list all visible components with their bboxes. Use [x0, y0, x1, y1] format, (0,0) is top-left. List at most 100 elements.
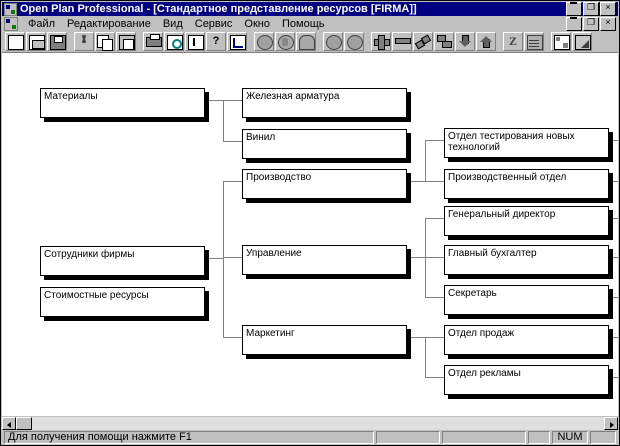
- remove-node-icon: [395, 38, 411, 44]
- move-down-button[interactable]: [455, 32, 475, 51]
- connector-line: [205, 258, 223, 259]
- status-num-indicator: NUM: [552, 431, 588, 444]
- step-layout-button[interactable]: [434, 32, 454, 51]
- connector-line: [609, 181, 618, 182]
- diagram-node[interactable]: Маркетинг: [242, 325, 407, 355]
- diagram-node-label: Отдел рекламы: [448, 368, 521, 379]
- diagram-node[interactable]: Отдел тестирования новых технологий: [444, 128, 609, 158]
- diagram-node-label: Управление: [246, 248, 302, 259]
- copy-button[interactable]: [95, 32, 115, 51]
- print-button[interactable]: [143, 32, 163, 51]
- diagram-node[interactable]: Железная арматура: [242, 88, 407, 118]
- save-file-icon: [50, 35, 66, 50]
- connector-line: [425, 297, 444, 298]
- new-file-button[interactable]: [5, 32, 25, 51]
- link-nodes-button[interactable]: [413, 32, 433, 51]
- remove-node-button[interactable]: [392, 32, 412, 51]
- connector-line: [223, 100, 224, 141]
- connector-line: [425, 140, 426, 181]
- add-node-button[interactable]: [371, 32, 391, 51]
- diagram-node[interactable]: Главный бухгалтер: [444, 245, 609, 275]
- menu-item-edit[interactable]: Редактирование: [67, 17, 151, 30]
- table-view-button[interactable]: [524, 32, 544, 51]
- status-pane-4: [528, 431, 550, 444]
- restore-button[interactable]: ❐: [583, 2, 599, 16]
- menu-item-file[interactable]: Файл: [28, 17, 56, 30]
- scroll-left-button[interactable]: [2, 416, 16, 430]
- resource-person-button[interactable]: [275, 32, 295, 51]
- diagram-node-label: Главный бухгалтер: [448, 248, 537, 259]
- new-file-icon: [8, 35, 24, 50]
- tree-view-icon: [554, 35, 570, 50]
- diagram-node[interactable]: Производственный отдел: [444, 169, 609, 199]
- copy-icon: [97, 35, 113, 51]
- diagram-node[interactable]: Секретарь: [444, 285, 609, 315]
- horizontal-scrollbar[interactable]: [2, 415, 618, 430]
- zoom-z-icon: Z: [508, 34, 517, 48]
- diagram-node[interactable]: Сотрудники фирмы: [40, 246, 205, 276]
- diagram-node[interactable]: Отдел рекламы: [444, 365, 609, 395]
- resource-dome-button[interactable]: [296, 32, 316, 51]
- connector-line: [425, 337, 444, 338]
- diagram-node[interactable]: Материалы: [40, 88, 205, 118]
- connector-line: [425, 257, 444, 258]
- mdi-minimize-button[interactable]: [566, 16, 582, 31]
- mdi-child-controls: ❐ ×: [566, 16, 616, 31]
- restore-layout-button[interactable]: [572, 32, 592, 51]
- document-icon[interactable]: [4, 16, 18, 31]
- context-help-button[interactable]: [227, 32, 247, 51]
- connector-line: [425, 337, 426, 377]
- minimize-button[interactable]: [566, 2, 582, 16]
- mdi-restore-button[interactable]: ❐: [583, 16, 599, 31]
- open-file-button[interactable]: [26, 32, 46, 51]
- diagram-node-label: Железная арматура: [246, 91, 340, 102]
- status-pane-3: [442, 431, 526, 444]
- resource-filled-button[interactable]: [323, 32, 343, 51]
- tree-view-button[interactable]: [551, 32, 571, 51]
- diagram-node[interactable]: Стоимостные ресурсы: [40, 287, 205, 317]
- diagram-node[interactable]: Винил: [242, 129, 407, 159]
- scroll-right-button[interactable]: [604, 416, 618, 430]
- scroll-thumb[interactable]: [16, 416, 32, 430]
- sort-button[interactable]: [185, 32, 205, 51]
- link-nodes-icon: [416, 35, 430, 48]
- diagram-node[interactable]: Производство: [242, 169, 407, 199]
- menu-item-help[interactable]: Помощь: [281, 17, 325, 30]
- connector-line: [407, 181, 425, 182]
- connector-line: [223, 141, 242, 142]
- menu-item-window[interactable]: Окно: [244, 17, 270, 30]
- open-file-icon: [29, 35, 45, 50]
- mdi-close-button[interactable]: ×: [600, 16, 616, 31]
- diagram-node-label: Производство: [246, 172, 312, 183]
- menu-item-service[interactable]: Сервис: [194, 17, 233, 30]
- connector-line: [223, 100, 242, 101]
- zoom-z-button[interactable]: Z: [503, 32, 523, 51]
- help-button[interactable]: ?: [206, 32, 226, 51]
- move-up-button[interactable]: [476, 32, 496, 51]
- connector-line: [609, 140, 618, 141]
- resource-circle-button[interactable]: [254, 32, 274, 51]
- window-controls: ❐ ×: [566, 2, 616, 16]
- scroll-trough[interactable]: [16, 416, 604, 430]
- resource-filled2-button[interactable]: [344, 32, 364, 51]
- connector-line: [407, 257, 425, 258]
- diagram-node[interactable]: Генеральный директор: [444, 206, 609, 236]
- connector-line: [425, 377, 444, 378]
- app-icon[interactable]: [4, 2, 17, 16]
- restore-layout-icon: [575, 35, 591, 50]
- save-file-button[interactable]: [47, 32, 67, 51]
- diagram-node[interactable]: Управление: [242, 245, 407, 275]
- step-layout-icon: [437, 35, 452, 48]
- diagram-node-label: Стоимостные ресурсы: [44, 290, 149, 301]
- menu-item-view[interactable]: Вид: [162, 17, 183, 30]
- paste-button[interactable]: [116, 32, 136, 51]
- cut-button[interactable]: [74, 32, 94, 51]
- resource-dome-icon: [299, 35, 315, 50]
- diagram-node[interactable]: Отдел продаж: [444, 325, 609, 355]
- print-preview-button[interactable]: [164, 32, 184, 51]
- print-preview-icon: [167, 35, 183, 50]
- close-button[interactable]: ×: [600, 2, 616, 16]
- status-pane-2: [376, 431, 440, 444]
